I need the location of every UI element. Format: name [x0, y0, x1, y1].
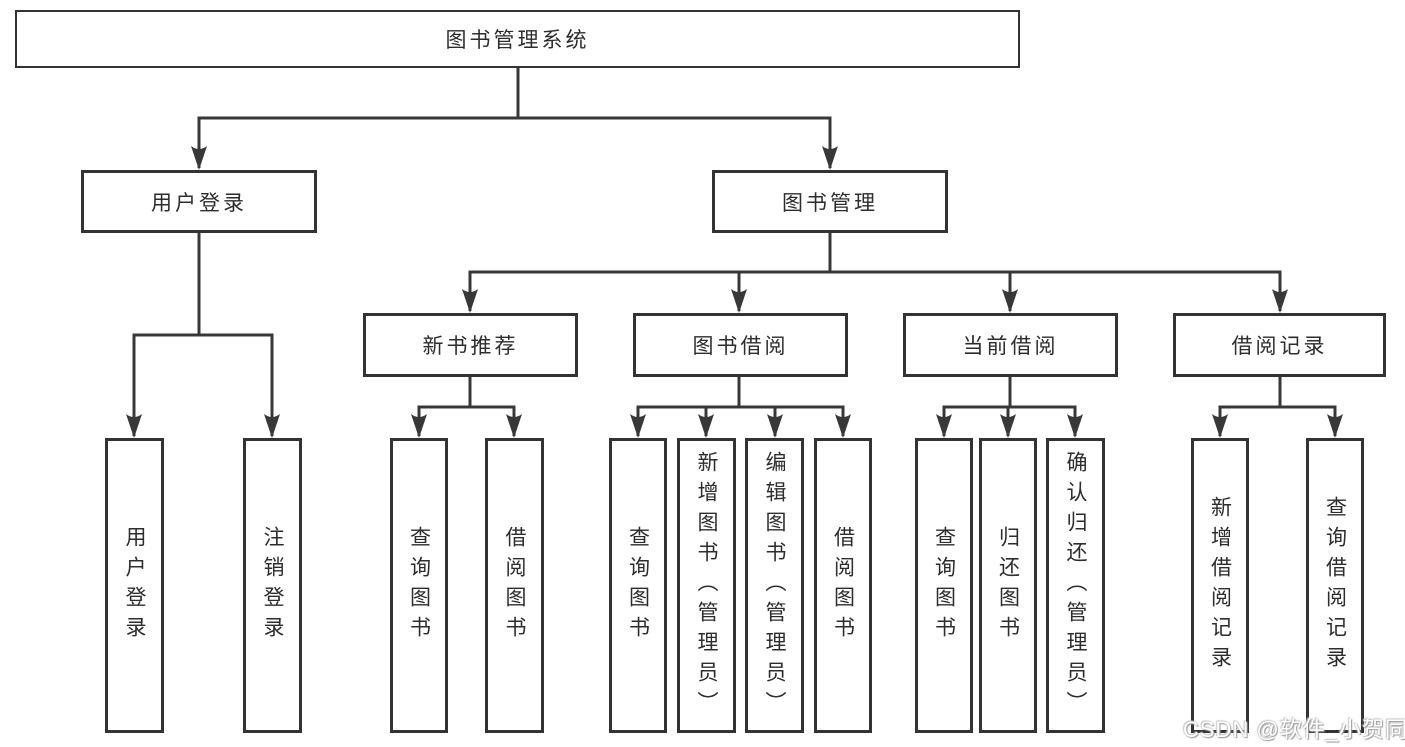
node-book-mgmt: 图书管理 [712, 170, 948, 233]
csdn-watermark: CSDN @软件_小贺同学 [1183, 717, 1405, 742]
node-label: 查询图书 [407, 525, 431, 646]
node-leaf-query-books-borrow: 查询图书 [609, 438, 667, 733]
node-leaf-add-books-admin: 新增图书（管理员） [677, 438, 736, 733]
node-leaf-logout: 注销登录 [243, 438, 302, 733]
node-label: 归还图书 [996, 525, 1020, 646]
node-label: 借阅图书 [503, 525, 526, 646]
node-label: 注销登录 [261, 525, 284, 646]
node-label: 查询图书 [932, 525, 956, 646]
node-label: 新增借阅记录 [1208, 495, 1232, 676]
arrowhead-icons [126, 146, 1343, 438]
node-leaf-user-login: 用户登录 [105, 438, 164, 733]
node-borrow-records: 借阅记录 [1173, 313, 1386, 377]
node-label: 图书管理系统 [445, 29, 590, 52]
node-leaf-borrow-books-recommend: 借阅图书 [485, 438, 544, 733]
node-label: 查询图书 [626, 525, 650, 646]
node-user-login: 用户登录 [81, 170, 317, 233]
node-label: 借阅图书 [831, 525, 855, 646]
node-root-system: 图书管理系统 [15, 10, 1020, 68]
node-leaf-borrow-books: 借阅图书 [814, 438, 872, 733]
node-label: 查询借阅记录 [1323, 495, 1347, 676]
node-label: 借阅记录 [1231, 335, 1328, 358]
node-leaf-return-books: 归还图书 [979, 438, 1037, 733]
node-book-borrow: 图书借阅 [633, 313, 848, 377]
node-new-book-recommend: 新书推荐 [363, 313, 578, 377]
node-label: 编辑图书（管理员） [763, 450, 786, 721]
node-label: 新书推荐 [422, 335, 519, 358]
node-leaf-confirm-return-admin: 确认归还（管理员） [1046, 438, 1105, 733]
node-current-borrow: 当前借阅 [903, 313, 1118, 377]
node-leaf-edit-books-admin: 编辑图书（管理员） [745, 438, 804, 733]
node-label: 当前借阅 [962, 335, 1059, 358]
node-label: 确认归还（管理员） [1064, 450, 1087, 721]
node-label: 图书借阅 [692, 335, 789, 358]
node-label: 图书管理 [782, 191, 878, 215]
node-leaf-add-borrow-record: 新增借阅记录 [1191, 438, 1249, 733]
node-label: 用户登录 [123, 525, 146, 646]
node-leaf-query-books-recommend: 查询图书 [390, 438, 448, 733]
node-leaf-query-borrow-record: 查询借阅记录 [1306, 438, 1364, 733]
node-leaf-query-books-current: 查询图书 [915, 438, 973, 733]
node-label: 新增图书（管理员） [695, 450, 718, 721]
node-label: 用户登录 [151, 191, 247, 215]
